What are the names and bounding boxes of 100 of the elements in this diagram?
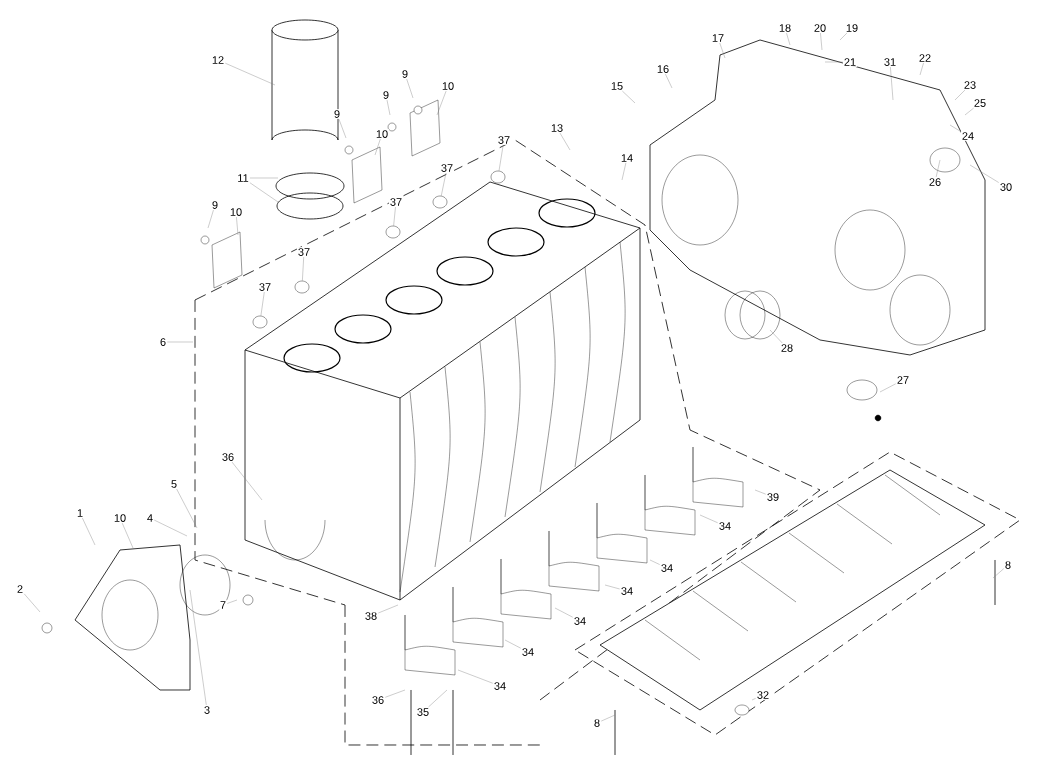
leader-line: [231, 461, 263, 501]
callout-number: 6: [158, 337, 168, 347]
leader-line: [504, 639, 521, 649]
callout-number: 34: [520, 647, 536, 657]
callout-number: 15: [609, 81, 625, 91]
callout-number: 28: [779, 343, 795, 353]
leader-line: [428, 689, 448, 708]
callout-number: 13: [549, 123, 565, 133]
leader-line: [820, 32, 823, 51]
leader-line: [751, 698, 756, 701]
callout-number: 5: [169, 479, 179, 489]
callout-number: 23: [962, 80, 978, 90]
callout-number: 25: [972, 98, 988, 108]
callout-number: 10: [440, 81, 456, 91]
leader-line: [82, 517, 96, 546]
callout-number: 37: [257, 282, 273, 292]
leader-line: [378, 604, 399, 614]
leader-line: [622, 90, 636, 104]
leader-line: [338, 118, 347, 139]
leader-line: [919, 62, 924, 76]
leader-line: [699, 514, 718, 523]
leader-line: [824, 61, 843, 63]
leader-line: [441, 172, 447, 197]
leader-line: [498, 144, 504, 172]
leader-line: [207, 209, 214, 229]
leader-line: [374, 138, 381, 156]
callout-number: 10: [374, 129, 390, 139]
callout-number: 1: [75, 508, 85, 518]
callout-number: 34: [619, 586, 635, 596]
callout-number: 9: [400, 69, 410, 79]
leader-line: [436, 90, 447, 116]
callout-number: 9: [210, 200, 220, 210]
plug: [490, 170, 506, 184]
callout-number: 20: [812, 23, 828, 33]
callout-number: 21: [842, 57, 858, 67]
callout-number: 4: [145, 513, 155, 523]
callout-number: 24: [960, 131, 976, 141]
leader-line: [302, 256, 304, 281]
callout-number: 34: [572, 616, 588, 626]
leader-line: [154, 519, 188, 537]
leader-line: [992, 568, 1004, 579]
callout-number: 26: [927, 177, 943, 187]
leader-line: [964, 107, 974, 116]
leader-line: [189, 589, 207, 706]
leader-line: [406, 78, 414, 99]
callout-number: 12: [210, 55, 226, 65]
leader-line: [949, 124, 961, 132]
plug: [294, 280, 310, 294]
plug: [252, 315, 268, 329]
leader-line: [176, 488, 198, 529]
leader-line: [601, 714, 616, 722]
callout-number: 14: [619, 153, 635, 163]
leader-line: [249, 182, 279, 203]
callout-number: 18: [777, 23, 793, 33]
callout-number: 2: [15, 584, 25, 594]
leader-line: [236, 216, 239, 236]
leader-line: [260, 291, 265, 317]
leader-line: [225, 63, 276, 86]
callout-number: 32: [755, 690, 771, 700]
leader-line: [393, 206, 396, 226]
callout-number: 19: [844, 23, 860, 33]
callout-number: 9: [381, 90, 391, 100]
callout-number: 8: [1003, 560, 1013, 570]
callout-number: 37: [388, 197, 404, 207]
leader-line: [879, 383, 896, 393]
callout-number: 31: [882, 57, 898, 67]
callout-number: 37: [296, 247, 312, 257]
callout-number: 35: [415, 707, 431, 717]
leader-line: [227, 599, 238, 604]
callout-number: 38: [363, 611, 379, 621]
leader-line: [24, 593, 41, 613]
callout-number: 16: [655, 64, 671, 74]
callout-number: 10: [112, 513, 128, 523]
leader-line: [604, 584, 620, 590]
leader-line: [649, 559, 660, 565]
callout-number: 39: [765, 492, 781, 502]
callout-number: 3: [202, 705, 212, 715]
leader-line: [786, 32, 791, 46]
callout-number: 36: [370, 695, 386, 705]
plug: [385, 225, 401, 239]
leader-line: [386, 99, 391, 116]
leader-line: [559, 132, 571, 151]
leader-line: [935, 159, 941, 178]
callout-number: 37: [496, 135, 512, 145]
leader-line: [754, 489, 766, 495]
leader-line: [839, 32, 848, 41]
leader-line: [122, 522, 134, 549]
leader-line: [457, 669, 493, 684]
callout-number: 27: [895, 375, 911, 385]
leader-line: [621, 162, 627, 181]
callout-number: 36: [220, 452, 236, 462]
leader-line: [890, 66, 894, 101]
callout-number: 30: [998, 182, 1014, 192]
leader-line: [954, 89, 966, 101]
callout-number: 34: [659, 563, 675, 573]
leader-line: [969, 164, 999, 183]
leader-line: [385, 689, 406, 698]
callout-number: 11: [236, 173, 250, 183]
leader-line: [665, 73, 673, 89]
callout-number: 34: [717, 521, 733, 531]
